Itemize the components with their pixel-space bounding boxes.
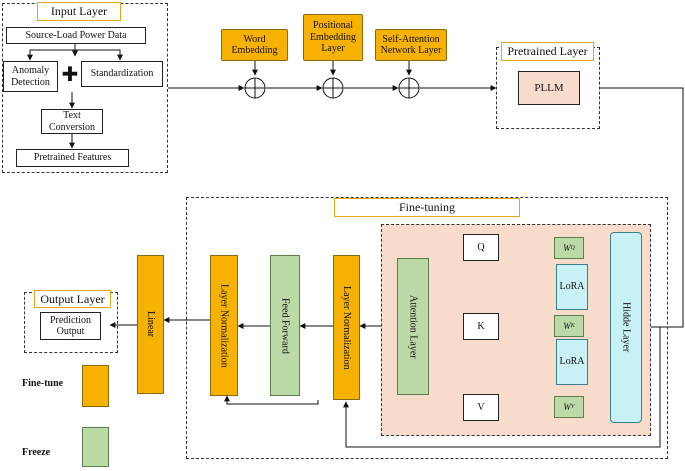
wv-subscript: V [570,403,575,410]
pretrained-features-box: Pretrained Features [16,149,129,167]
legend-fine-tune-swatch [82,365,109,407]
feed-forward-box: Feed Forward [270,255,300,396]
self-attention-box: Self-Attention Network Layer [375,29,447,61]
legend-fine-tune-label: Fine-tune [22,378,64,389]
source-load-box: Source-Load Power Data [6,27,146,44]
fine-tuning-title: Fine-tuning [334,198,520,217]
pllm-box: PLLM [518,71,580,105]
hidden-layer-box: Hidde Layer [610,232,642,423]
lora-2-box: LoRA [556,339,588,385]
fine-tuning-group [186,197,668,459]
k-box: K [463,313,499,340]
attention-layer-box: Attention Layer [397,258,429,395]
standardization-box: Standardization [81,61,163,87]
wv-label: W [563,401,571,412]
text-conversion-box: Text Conversion [41,109,103,134]
legend-freeze-swatch [82,427,109,467]
plus-icon: ✚ [61,62,79,86]
anomaly-detection-box: Anomaly Detection [3,61,58,92]
output-layer-title: Output Layer [34,290,111,308]
layer-norm-2-box: Layer Normalization [333,255,360,400]
wk-label: W [563,320,571,331]
positional-embedding-box: Positional Embedding Layer [303,14,363,61]
v-box: V [463,394,499,421]
legend-freeze-label: Freeze [22,447,51,458]
wq-label: W [563,242,571,253]
wk-subscript: K [570,322,575,329]
prediction-output-box: Prediction Output [40,312,101,340]
layer-norm-1-box: Layer Normalization [210,255,238,396]
pretrained-layer-title: Pretrained Layer [501,42,594,61]
lora-1-box: LoRA [556,264,588,310]
wq-subscript: Q [570,244,575,251]
input-layer-title: Input Layer [37,2,121,21]
linear-box: Linear [137,255,164,394]
q-box: Q [463,234,499,261]
word-embedding-box: Word Embedding [221,29,288,61]
